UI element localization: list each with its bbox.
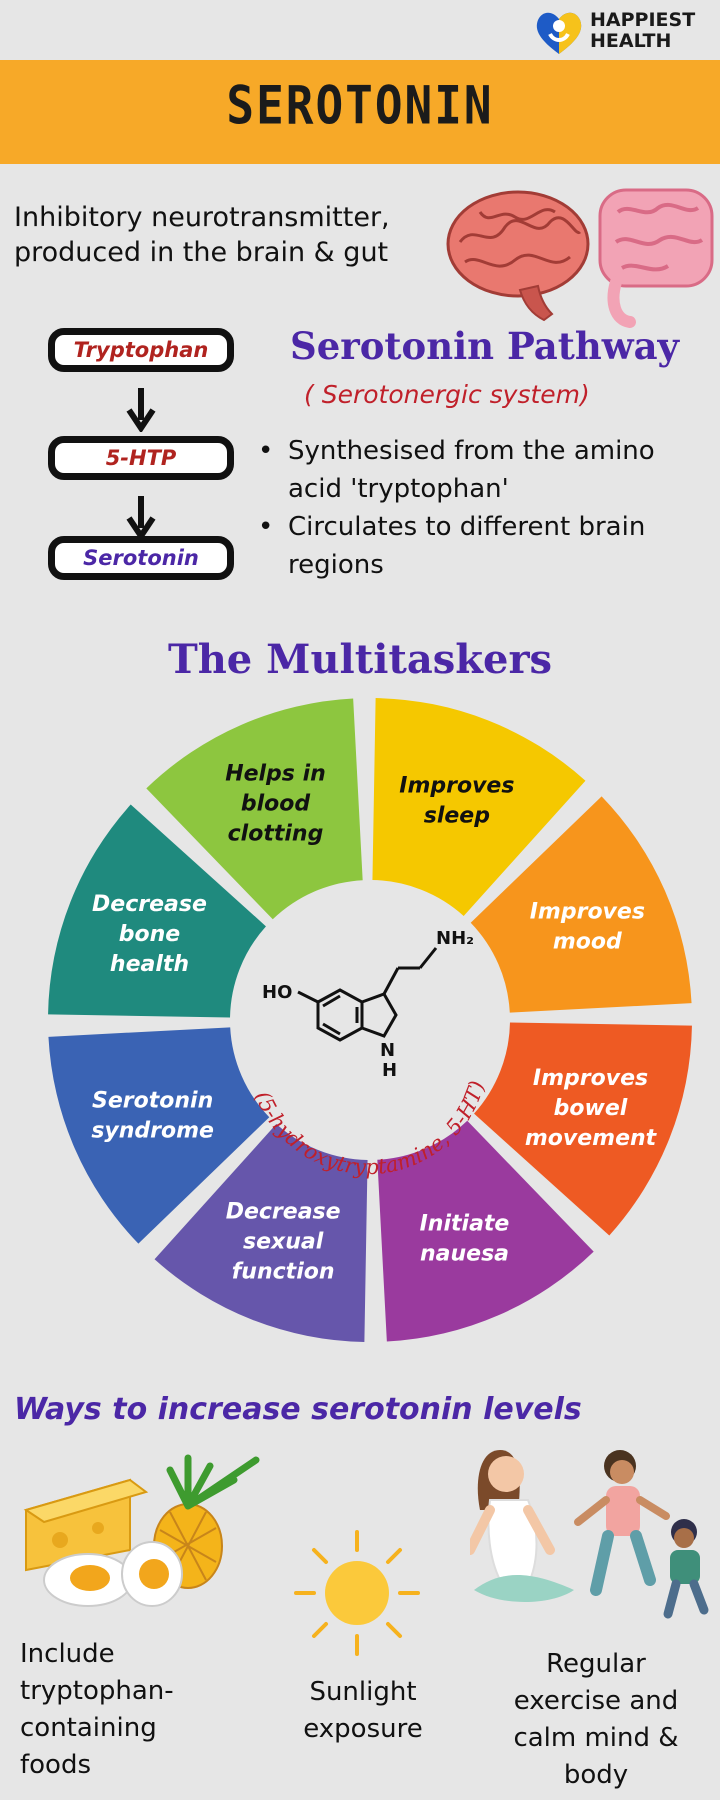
wheel-segment-label: Improves mood — [530, 899, 645, 954]
wheel-segment-line: sexual — [243, 1230, 324, 1255]
ways-title: Ways to increase serotonin levels — [14, 1392, 582, 1427]
wheel-segment-label: Improves sleep — [399, 773, 514, 828]
wheel-segment-label: Decrease sexual function — [226, 1200, 341, 1285]
way-item-text: Include — [20, 1639, 115, 1669]
food-illustration — [23, 1454, 260, 1607]
page-title: SEROTONIN — [226, 73, 494, 137]
way-item-text: containing — [20, 1713, 157, 1743]
wheel-segment — [377, 1120, 594, 1342]
bullet-text: acid 'tryptophan' — [288, 474, 509, 504]
wheel-segment-line: nauesa — [420, 1241, 509, 1266]
bullet-item: • Circulates to different brain regions — [258, 508, 718, 584]
pathway-title: Serotonin Pathway — [290, 324, 680, 368]
wheel-segment-line: blood — [241, 792, 311, 817]
brand-name-line1: HAPPIEST — [590, 9, 696, 31]
wheel-segment-line: Helps in — [225, 762, 326, 787]
way-item-foods: Include tryptophan- containing foods — [4, 1636, 220, 1784]
arrow-down-icon — [126, 388, 156, 432]
bullet-text: Synthesised from the amino — [288, 436, 655, 466]
wheel-segment-line: health — [110, 952, 189, 977]
way-item-text: foods — [20, 1750, 92, 1780]
way-item-text: calm mind & — [513, 1723, 679, 1753]
pathway-subtitle: ( Serotonergic system) — [304, 380, 590, 409]
molecule-label-ho: HO — [262, 982, 292, 1003]
wheel-segment-line: clotting — [228, 822, 324, 847]
way-item-sunlight: Sunlight exposure — [268, 1674, 458, 1748]
heart-logo-icon — [536, 12, 582, 54]
wheel-segment-line: Decrease — [226, 1200, 341, 1225]
wheel-segment-label: Improves bowel movement — [525, 1066, 658, 1151]
title-banner: SEROTONIN — [0, 60, 720, 164]
way-item-text: exposure — [303, 1714, 423, 1744]
wheel-segment — [146, 698, 363, 920]
bullet-dot-icon: • — [258, 512, 274, 542]
meditating-woman-icon — [470, 1450, 574, 1602]
way-item-text: tryptophan- — [20, 1676, 174, 1706]
wheel-segment — [372, 698, 586, 916]
way-item-text: Regular — [546, 1649, 646, 1679]
wheel-segment-line: Initiate — [420, 1211, 510, 1236]
exercise-illustration — [470, 1450, 709, 1619]
wheel-segment-line: syndrome — [91, 1119, 214, 1144]
bullet-item: • Synthesised from the amino acid 'trypt… — [258, 432, 718, 508]
wheel-segment — [470, 796, 692, 1013]
wheel-segment-line: Improves — [399, 773, 514, 798]
wheel-segment — [474, 1022, 692, 1236]
intro-line1: Inhibitory neurotransmitter, — [14, 202, 390, 233]
wheel-segment-line: Decrease — [92, 892, 207, 917]
bullet-text: regions — [288, 550, 384, 580]
wheel-segment-line: movement — [525, 1126, 658, 1151]
brand-logo: HAPPIEST HEALTH — [530, 4, 720, 62]
way-item-text: body — [563, 1760, 629, 1790]
sun-icon — [294, 1530, 420, 1656]
molecule-label-nh2: NH₂ — [436, 928, 474, 949]
serotonin-molecule-icon — [297, 947, 438, 1042]
wheel-segment-line: bone — [119, 922, 181, 947]
brain-icon — [446, 190, 590, 322]
pathway-step-5htp: 5-HTP — [48, 436, 234, 480]
way-item-text: exercise and — [513, 1686, 679, 1716]
pathway-step-tryptophan: Tryptophan — [48, 328, 234, 372]
wheel-segment — [48, 1027, 270, 1244]
wheel-segment — [48, 804, 266, 1018]
intro-line2: produced in the brain & gut — [14, 237, 389, 268]
gut-icon — [598, 188, 714, 328]
wheel-segment-line: Serotonin — [92, 1089, 213, 1114]
molecule-label-n: N — [380, 1040, 395, 1061]
wheel-segment-label: Decrease bone health — [92, 892, 207, 977]
way-item-exercise: Regular exercise and calm mind & body — [480, 1646, 712, 1794]
pathway-bullets: • Synthesised from the amino acid 'trypt… — [258, 432, 718, 584]
wheel-segment-line: sleep — [424, 803, 490, 828]
multitaskers-title: The Multitaskers — [167, 636, 553, 683]
bullet-dot-icon: • — [258, 436, 274, 466]
wheel-segment — [154, 1124, 368, 1342]
arrow-down-icon — [126, 496, 156, 540]
wheel-segment-line: Improves — [530, 899, 645, 924]
children-running-icon — [574, 1450, 709, 1619]
wheel-segment-line: mood — [553, 929, 622, 954]
cheese-icon — [23, 1478, 149, 1572]
way-item-text: Sunlight — [309, 1677, 417, 1707]
bullet-text: Circulates to different brain — [288, 512, 646, 542]
brand-name-line2: HEALTH — [590, 30, 672, 52]
wheel-segment-line: Improves — [533, 1066, 648, 1091]
wheel-segment-label: Helps in blood clotting — [225, 762, 326, 847]
intro-text: Inhibitory neurotransmitter, produced in… — [14, 200, 390, 270]
pathway-step-serotonin: Serotonin — [48, 536, 234, 580]
molecule-label-h: H — [382, 1060, 397, 1081]
wheel-segment-label: Serotonin syndrome — [91, 1089, 214, 1144]
brain-gut-illustration — [446, 188, 714, 328]
wheel-segment-label: Initiate nauesa — [420, 1211, 510, 1266]
egg-icon — [43, 1541, 183, 1607]
wheel-segment-line: bowel — [554, 1096, 628, 1121]
wheel-segment-line: function — [232, 1260, 335, 1285]
